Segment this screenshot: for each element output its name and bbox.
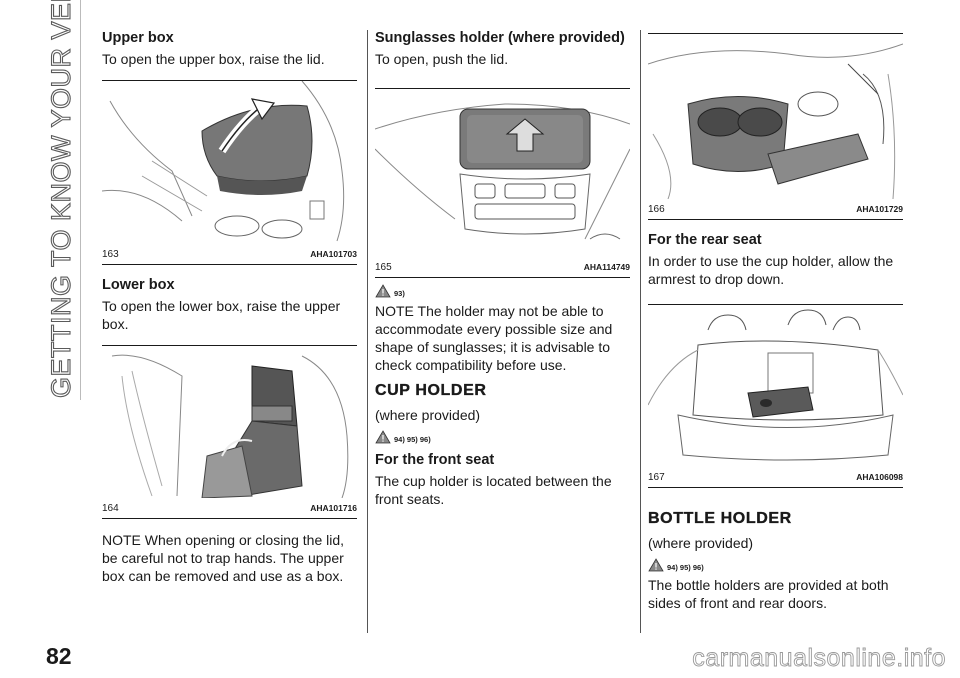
- bottle-holder-text: The bottle holders are provided at both …: [648, 577, 889, 611]
- rear-armrest-illustration: [648, 309, 903, 461]
- sunglasses-text: To open, push the lid.: [375, 51, 509, 67]
- figure-166: 166 AHA101729: [648, 33, 903, 220]
- note-text: NOTE When opening or closing the lid, be…: [102, 532, 345, 584]
- figure-code: AHA106098: [856, 472, 903, 482]
- column-right: 166 AHA101729 For the rear seat In order…: [648, 33, 903, 612]
- warning-icon: [375, 430, 391, 444]
- page-number: 82: [46, 643, 72, 669]
- rear-seat-text: In order to use the cup holder, allow th…: [648, 253, 894, 287]
- upper-box-illustration: [102, 81, 345, 242]
- section-side-title: GETTING TO KNOW YOUR VEHICLE: [45, 0, 76, 399]
- front-seat-heading: For the front seat: [375, 452, 495, 468]
- figure-number: 165: [375, 261, 392, 273]
- upper-box-text: To open the upper box, raise the lid.: [102, 51, 325, 67]
- figure-164: 164 AHA101716: [102, 345, 357, 519]
- figure-code: AHA101729: [856, 204, 903, 214]
- side-divider: [80, 0, 81, 400]
- figure-code: AHA101716: [310, 503, 357, 513]
- watermark: carmanualsonline.info: [692, 644, 946, 673]
- sunglasses-heading: Sunglasses holder (where provided): [375, 30, 625, 46]
- figure-code: AHA114749: [583, 262, 630, 272]
- figure-number: 166: [648, 203, 665, 215]
- figure-number: 167: [648, 471, 665, 483]
- cup-holder-heading: CUP HOLDER: [375, 382, 487, 399]
- cup-holder-availability: (where provided): [375, 407, 481, 423]
- column-divider: [640, 30, 641, 633]
- warning-icon: [648, 558, 664, 572]
- lower-box-heading: Lower box: [102, 277, 175, 293]
- bottle-holder-availability: (where provided): [648, 535, 754, 551]
- figure-165: 165 AHA114749: [375, 88, 630, 278]
- lower-box-text: To open the lower box, raise the upper b…: [102, 298, 341, 332]
- front-cup-holder-illustration: [648, 43, 903, 199]
- lower-box-illustration: [111, 354, 349, 498]
- figure-number: 163: [102, 248, 119, 260]
- bottle-holder-heading: BOTTLE HOLDER: [648, 510, 792, 527]
- front-seat-text: The cup holder is located between the fr…: [375, 473, 612, 507]
- figure-163: 163 AHA101703: [102, 80, 357, 265]
- figure-167: 167 AHA106098: [648, 304, 903, 488]
- warning-icon: [375, 284, 391, 298]
- column-left: Upper box To open the upper box, raise t…: [102, 30, 357, 585]
- figure-code: AHA101703: [310, 249, 357, 259]
- column-middle: Sunglasses holder (where provided) To op…: [375, 30, 630, 508]
- warning-reference: 94) 95) 96): [667, 563, 704, 572]
- upper-box-heading: Upper box: [102, 30, 174, 46]
- warning-reference: 94) 95) 96): [394, 435, 431, 444]
- column-divider: [367, 30, 368, 633]
- note-text: NOTE The holder may not be able to accom…: [375, 303, 613, 373]
- sunglasses-holder-illustration: [375, 103, 630, 240]
- rear-seat-heading: For the rear seat: [648, 232, 762, 248]
- warning-reference: 93): [394, 289, 405, 298]
- figure-number: 164: [102, 502, 119, 514]
